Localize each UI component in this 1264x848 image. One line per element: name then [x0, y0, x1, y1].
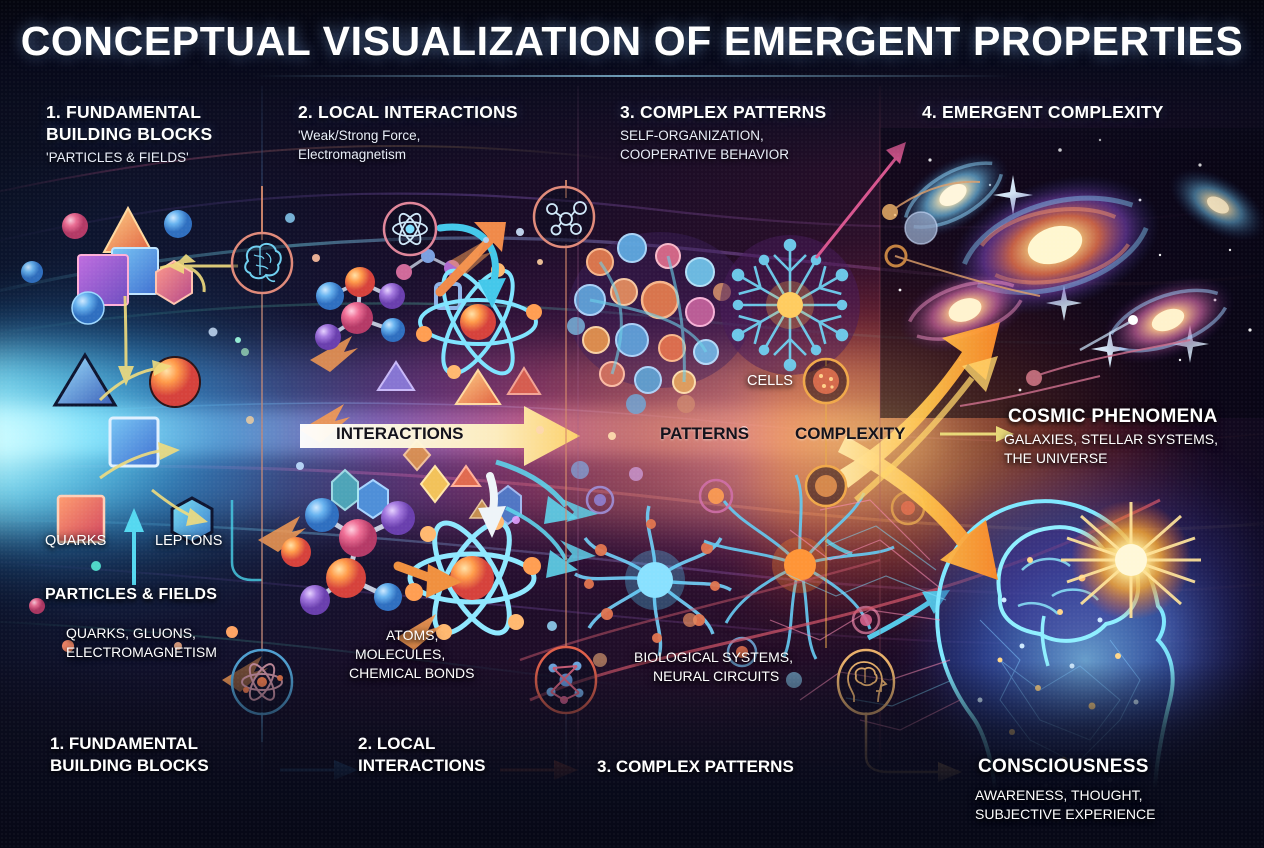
label-consciousness-heading: CONSCIOUSNESS: [978, 756, 1149, 777]
column-header-1: 1. FUNDAMENTAL BUILDING BLOCKS 'PARTICLE…: [46, 101, 276, 167]
column-header-3: 3. COMPLEX PATTERNS SELF-ORGANIZATION, C…: [620, 101, 890, 164]
label-particles-fields: PARTICLES & FIELDS: [45, 586, 218, 603]
brain-glow: [930, 470, 1264, 800]
label-cosmic-line2: THE UNIVERSE: [1004, 450, 1108, 466]
bottom-flow-1-line1: 1. FUNDAMENTAL: [50, 734, 198, 753]
molecule-icon-badge-top: [532, 185, 596, 249]
label-biological-line2: NEURAL CIRCUITS: [653, 668, 780, 684]
column-header-2: 2. LOCAL INTERACTIONS 'Weak/Strong Force…: [298, 101, 548, 164]
label-interactions: INTERACTIONS: [336, 424, 464, 443]
brain-icon-badge: [230, 231, 294, 295]
molecule-icon-badge-bottom: [534, 645, 598, 715]
column-2-subtitle-line1: 'Weak/Strong Force,: [298, 128, 421, 143]
orange-up-arrow: [435, 222, 506, 297]
atom-model-bottom: [405, 514, 541, 640]
column-1-subtitle: 'PARTICLES & FIELDS': [46, 150, 189, 165]
title-divider: [252, 75, 1012, 77]
label-cosmic-line1: GALAXIES, STELLAR SYSTEMS,: [1004, 431, 1218, 447]
label-quarks: QUARKS: [45, 533, 107, 549]
label-atoms-line2: MOLECULES,: [355, 646, 446, 662]
label-atoms-line1: ATOMS,: [386, 627, 439, 643]
bottom-arrow-1: [280, 760, 358, 780]
column-header-4: 4. EMERGENT COMPLEXITY: [922, 101, 1222, 123]
bottom-flow-2-line2: INTERACTIONS: [358, 756, 486, 775]
left-glow: [0, 300, 270, 580]
atom-icon-badge-top: [382, 201, 438, 257]
head-brain-icon-badge: [836, 648, 896, 716]
bottom-flow-3-line1: 3. COMPLEX PATTERNS: [597, 757, 794, 776]
column-2-subtitle-line2: Electromagnetism: [298, 147, 407, 162]
cyan-curve-arrow: [436, 223, 506, 308]
bottom-flow-item-3: 3. COMPLEX PATTERNS: [597, 756, 857, 778]
column-3-subtitle-line1: SELF-ORGANIZATION,: [620, 128, 764, 143]
label-cosmic-heading: COSMIC PHENOMENA: [1008, 406, 1218, 427]
label-biological-line1: BIOLOGICAL SYSTEMS,: [634, 649, 793, 665]
label-consciousness-line1: AWARENESS, THOUGHT,: [975, 787, 1143, 803]
atom-icon-badge-bottom: [230, 648, 294, 716]
label-cells: CELLS: [747, 373, 793, 389]
page-title: CONCEPTUAL VISUALIZATION OF EMERGENT PRO…: [20, 18, 1244, 64]
column-1-title-line2: BUILDING BLOCKS: [46, 124, 213, 144]
label-consciousness-line2: SUBJECTIVE EXPERIENCE: [975, 806, 1156, 822]
label-particles-body-line1: QUARKS, GLUONS,: [66, 625, 196, 641]
bottom-flow-1-line2: BUILDING BLOCKS: [50, 756, 209, 775]
column-2-title: 2. LOCAL INTERACTIONS: [298, 102, 518, 122]
orange-right-arrow: [393, 561, 462, 598]
bottom-flow-item-1: 1. FUNDAMENTAL BUILDING BLOCKS: [50, 733, 270, 777]
column-3-subtitle-line2: COOPERATIVE BEHAVIOR: [620, 147, 790, 162]
label-particles-body-line2: ELECTROMAGNETISM: [66, 644, 217, 660]
bottom-flow-item-2: 2. LOCAL INTERACTIONS: [358, 733, 538, 777]
bottom-flow-2-line1: 2. LOCAL: [358, 734, 436, 753]
label-complexity: COMPLEXITY: [795, 424, 906, 443]
label-leptons: LEPTONS: [155, 533, 223, 549]
label-patterns: PATTERNS: [660, 424, 750, 443]
column-3-title: 3. COMPLEX PATTERNS: [620, 102, 827, 122]
label-atoms-line3: CHEMICAL BONDS: [349, 665, 475, 681]
column-1-title-line1: 1. FUNDAMENTAL: [46, 102, 202, 122]
column-4-title: 4. EMERGENT COMPLEXITY: [922, 102, 1164, 122]
